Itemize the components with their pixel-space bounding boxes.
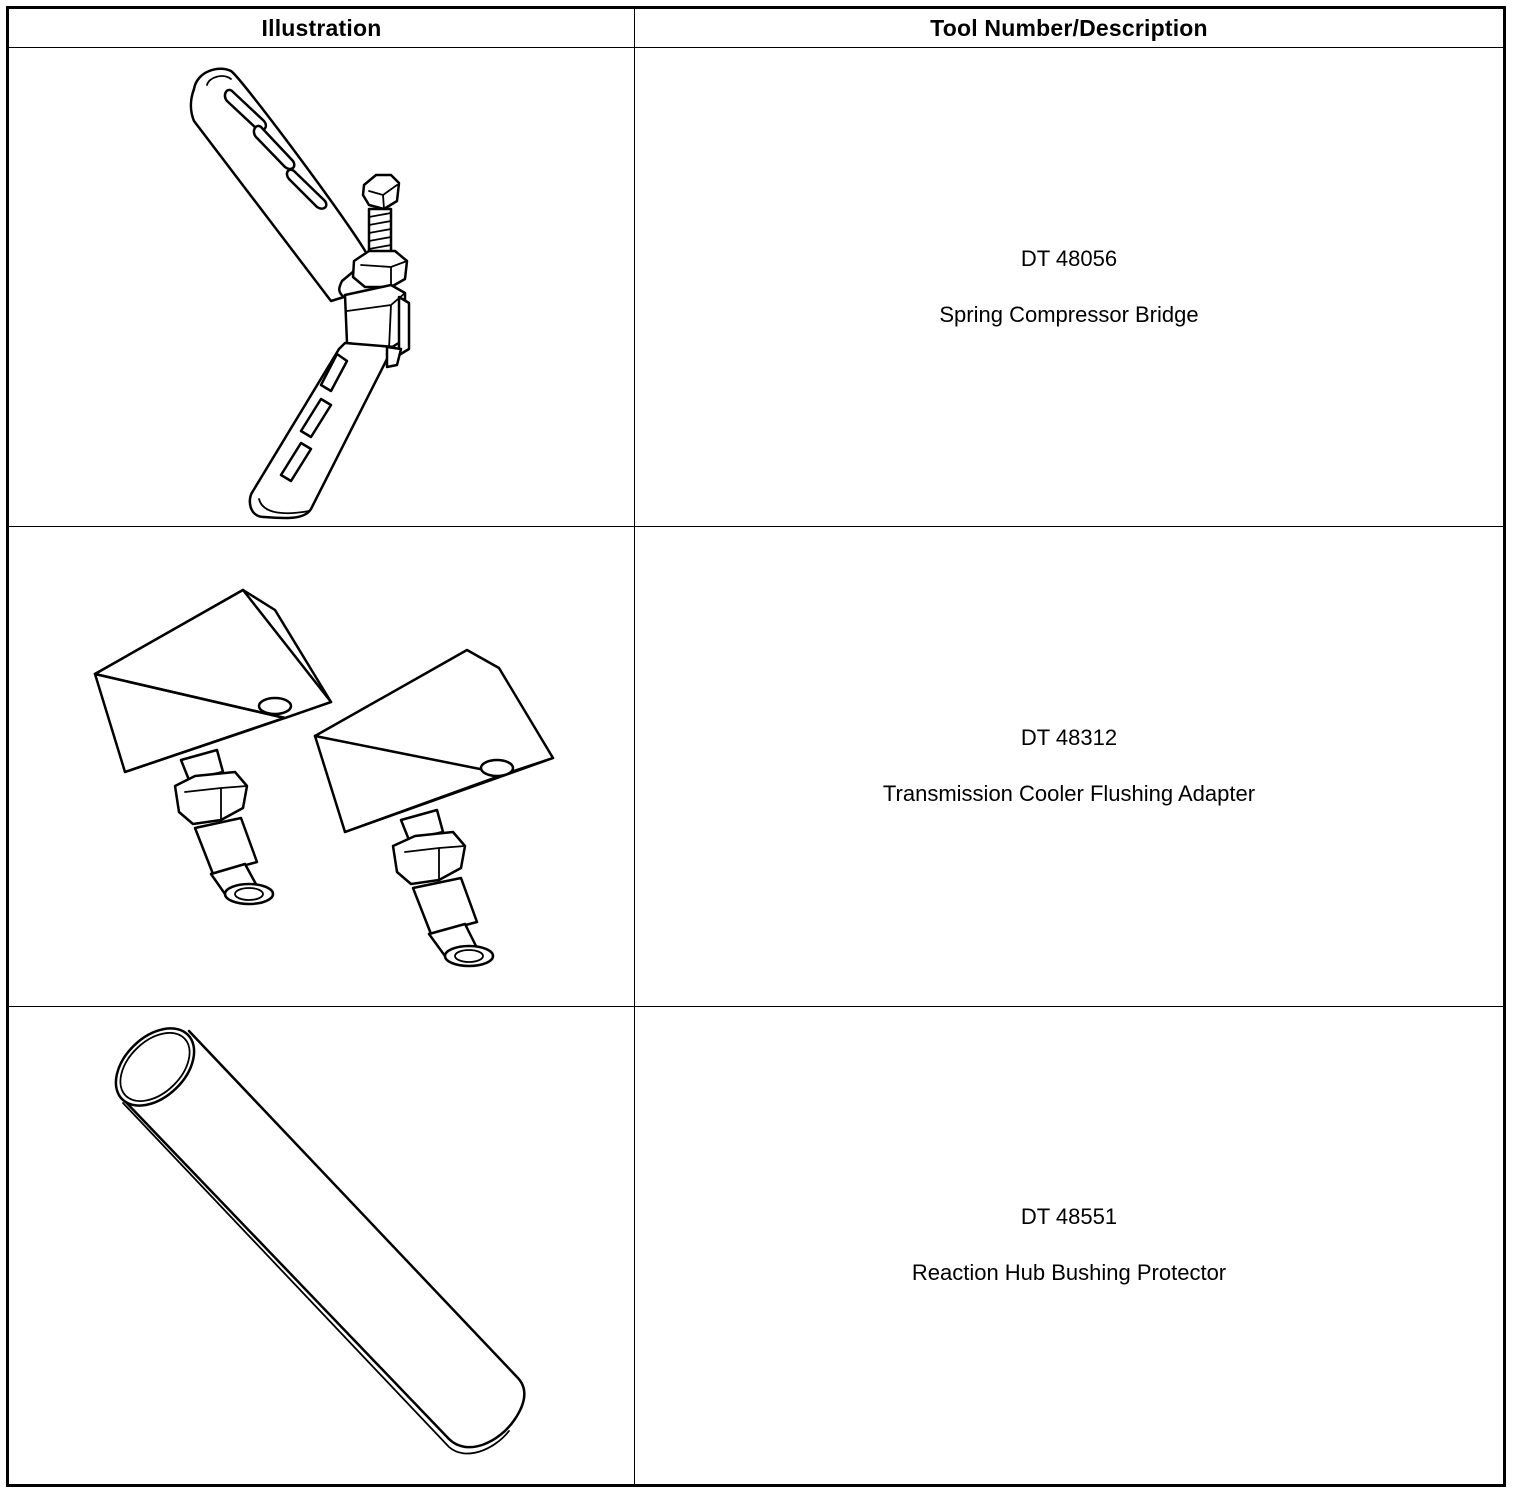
- tool-number: DT 48312: [1020, 725, 1118, 751]
- tool-description-cell: DT 48056 Spring Compressor Bridge: [634, 46, 1505, 528]
- table-header-row: Illustration Tool Number/Description: [7, 7, 1505, 48]
- table-row: DT 48551 Reaction Hub Bushing Protector: [7, 1005, 1505, 1487]
- tool-description: Spring Compressor Bridge: [939, 302, 1199, 328]
- header-illustration: Illustration: [7, 7, 635, 48]
- header-tool-number-description: Tool Number/Description: [634, 7, 1505, 48]
- tool-description: Transmission Cooler Flushing Adapter: [882, 781, 1256, 807]
- illustration-cell: [7, 526, 635, 1007]
- tool-description: Reaction Hub Bushing Protector: [911, 1260, 1227, 1286]
- cooler-flushing-adapter-drawing: [93, 588, 555, 968]
- spring-compressor-bridge-drawing: [189, 67, 411, 519]
- illustration-cell: [7, 1005, 635, 1487]
- tool-description-cell: DT 48551 Reaction Hub Bushing Protector: [634, 1005, 1505, 1487]
- illustration-cell: [7, 46, 635, 528]
- tool-description-cell: DT 48312 Transmission Cooler Flushing Ad…: [634, 526, 1505, 1007]
- bushing-protector-drawing: [114, 1027, 526, 1455]
- tool-number: DT 48056: [1020, 246, 1118, 272]
- tool-number: DT 48551: [1020, 1204, 1118, 1230]
- table-row: DT 48056 Spring Compressor Bridge: [7, 46, 1505, 528]
- special-tools-table: Illustration Tool Number/Description: [6, 6, 1506, 1487]
- table-row: DT 48312 Transmission Cooler Flushing Ad…: [7, 526, 1505, 1007]
